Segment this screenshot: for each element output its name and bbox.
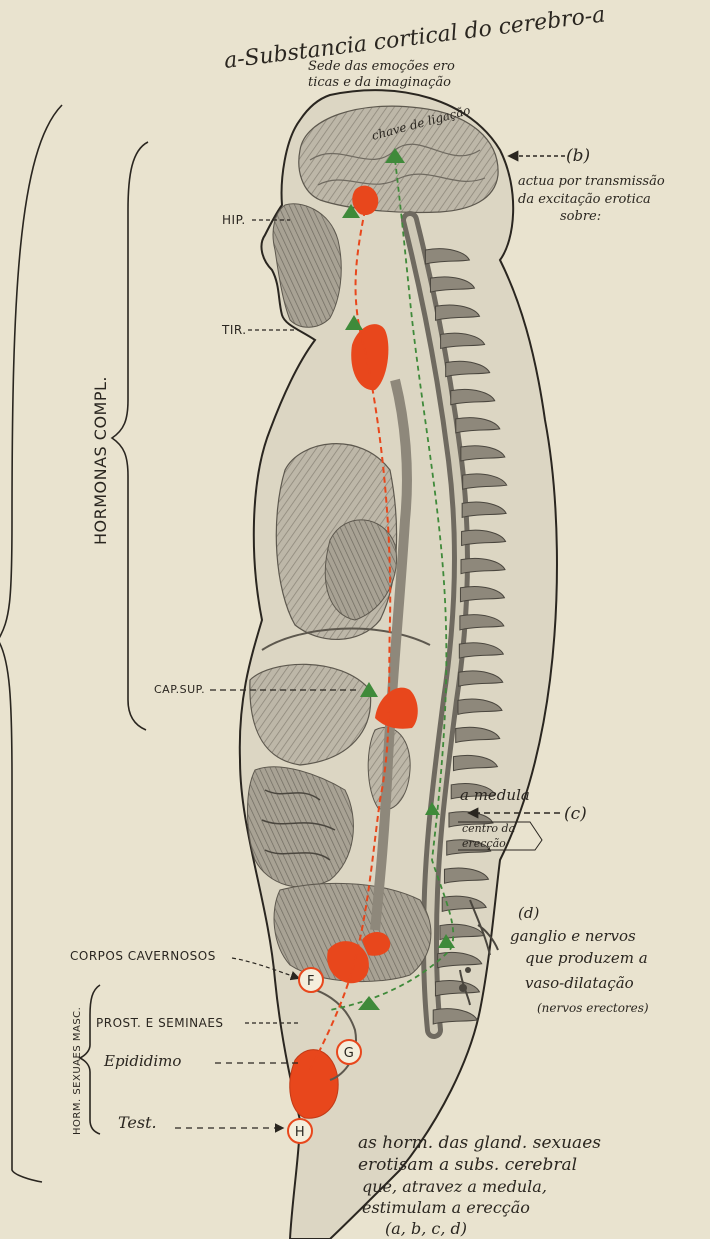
- c-title: a medula: [460, 786, 530, 804]
- c-marker: (c): [564, 804, 587, 824]
- circle-h: H: [288, 1119, 312, 1143]
- circle-g-letter: G: [344, 1046, 355, 1061]
- circle-f-letter: F: [307, 974, 315, 989]
- hormonas-compl-label: HORMONAS COMPL.: [91, 376, 110, 545]
- note-line3: que, atravez a medula,: [362, 1177, 547, 1196]
- d-line3: vaso-dilatação: [525, 974, 634, 992]
- d-line2: que produzem a: [525, 949, 648, 967]
- b-line1: actua por transmissão: [518, 174, 665, 189]
- title-line3: ticas e da imaginação: [308, 75, 451, 90]
- horm-sexuaes-bracket: [80, 985, 100, 1134]
- prost-seminaes-label: PROST. E SEMINAES: [96, 1016, 224, 1030]
- tir-label: TIR.: [221, 323, 247, 337]
- note-line4: estimulam a erecção: [362, 1198, 530, 1217]
- hip-label: HIP.: [222, 213, 246, 227]
- circle-f: F: [299, 968, 323, 992]
- b-line3: sobre:: [560, 209, 601, 224]
- b-line2: da excitação erotica: [518, 192, 651, 207]
- circle-h-letter: H: [295, 1125, 305, 1140]
- horm-sexuaes-label: HORM. SEXUAES MASC.: [72, 1007, 83, 1135]
- b-marker: (b): [566, 146, 590, 166]
- cap-sup-label: CAP.SUP.: [154, 683, 205, 696]
- note-line1: as horm. das gland. sexuaes: [358, 1133, 601, 1153]
- note-line2: erotisam a subs. cerebral: [358, 1155, 577, 1175]
- c-line2: erecção: [462, 837, 506, 850]
- outer-bracket: [0, 105, 62, 1182]
- d-line4: (nervos erectores): [537, 1001, 649, 1015]
- corpos-cavernosos-label: CORPOS CAVERNOSOS: [70, 949, 216, 963]
- c-line1: centro da: [462, 822, 515, 835]
- title-line2: Sede das emoções ero: [308, 59, 455, 74]
- epididimo-label: Epididimo: [103, 1052, 181, 1070]
- circle-g: G: [337, 1040, 361, 1064]
- d-line1: ganglio e nervos: [510, 927, 636, 945]
- test-label: Test.: [118, 1113, 157, 1132]
- hormonas-compl-bracket: [112, 142, 148, 730]
- d-marker: (d): [518, 904, 539, 922]
- note-line5: (a, b, c, d): [385, 1219, 467, 1238]
